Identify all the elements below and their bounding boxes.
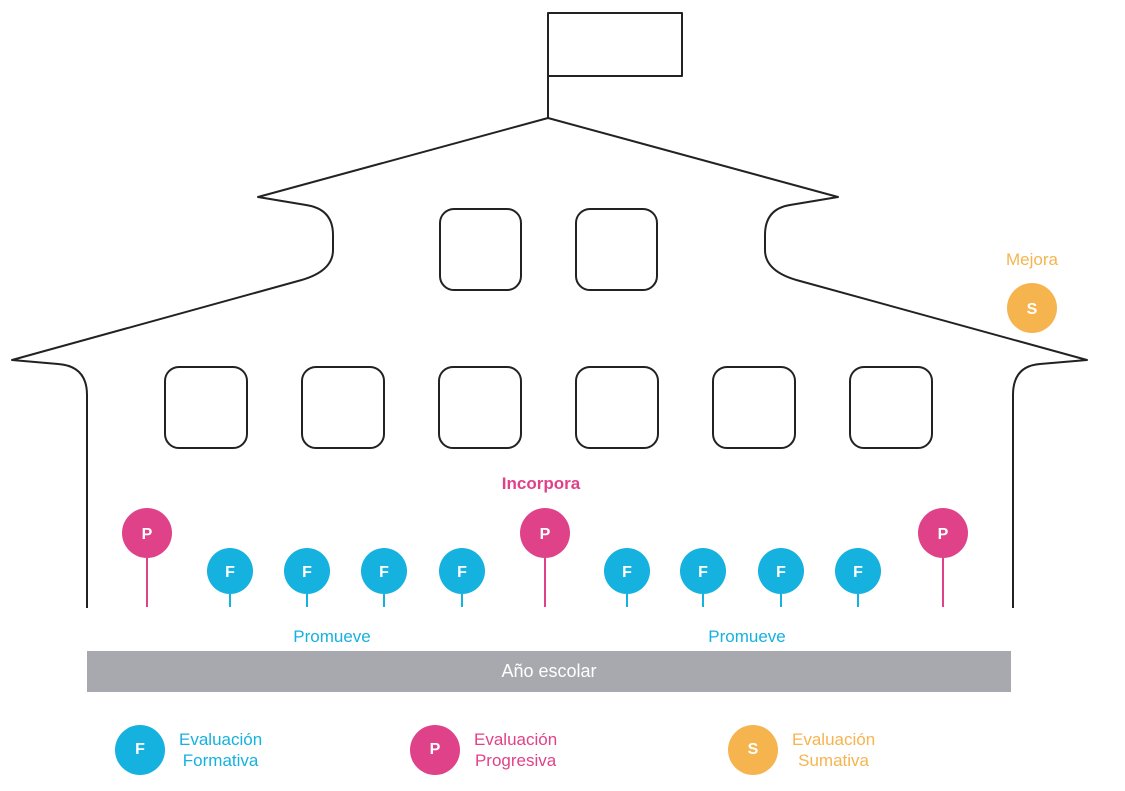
pin-badge xyxy=(604,548,650,594)
formative-pin: F xyxy=(361,548,407,607)
pin-badge xyxy=(284,548,330,594)
progressive-pin: P xyxy=(122,508,172,607)
window xyxy=(301,366,385,449)
incorpora-label: Incorpora xyxy=(501,474,581,493)
pin-badge xyxy=(680,548,726,594)
pin-badge xyxy=(122,508,172,558)
legend-formative: F Evaluación Formativa xyxy=(115,725,262,775)
pin-badge xyxy=(758,548,804,594)
school-year-bar: Año escolar xyxy=(87,651,1011,692)
promueve-label-right: Promueve xyxy=(708,627,786,646)
summative-badge xyxy=(1007,283,1057,333)
legend-line: Evaluación xyxy=(474,730,558,749)
flag xyxy=(547,12,683,77)
legend-line: Sumativa xyxy=(798,751,870,770)
pin-letter: F xyxy=(698,564,708,581)
pin-letter: F xyxy=(457,564,467,581)
building-outline xyxy=(547,117,1088,608)
pin-badge xyxy=(918,508,968,558)
legend-progressive: P Evaluación Progresiva xyxy=(410,725,557,775)
pin-badge xyxy=(439,548,485,594)
progressive-pin: P xyxy=(918,508,968,607)
pin-badge xyxy=(207,548,253,594)
window xyxy=(439,208,522,291)
formative-pin: F xyxy=(758,548,804,607)
formative-pin: F xyxy=(284,548,330,607)
legend-progressive-text: Evaluación Progresiva xyxy=(474,729,557,771)
formative-badge-icon: F xyxy=(115,725,165,775)
promueve-label-left: Promueve xyxy=(293,627,371,646)
pin-letter: F xyxy=(225,564,235,581)
pin-letter: P xyxy=(142,526,153,543)
pin-badge xyxy=(520,508,570,558)
pin-letter: F xyxy=(379,564,389,581)
mejora-label: Mejora xyxy=(1006,250,1058,269)
window xyxy=(164,366,248,449)
summative-badge-icon: S xyxy=(728,725,778,775)
formative-pin: F xyxy=(680,548,726,607)
summative-badge-letter: S xyxy=(1027,301,1038,318)
legend-formative-text: Evaluación Formativa xyxy=(179,729,262,771)
pin-letter: P xyxy=(540,526,551,543)
legend-line: Progresiva xyxy=(474,751,557,770)
legend-summative-text: Evaluación Sumativa xyxy=(792,729,875,771)
window xyxy=(849,366,933,449)
legend-summative: S Evaluación Sumativa xyxy=(728,725,875,775)
progressive-badge-icon: P xyxy=(410,725,460,775)
pin-badge xyxy=(361,548,407,594)
window xyxy=(712,366,796,449)
pin-letter: F xyxy=(776,564,786,581)
formative-pin: F xyxy=(835,548,881,607)
school-year-label: Año escolar xyxy=(501,661,597,681)
legend-line: Formativa xyxy=(182,751,259,770)
legend-line: Evaluación xyxy=(179,730,263,749)
pin-letter: F xyxy=(302,564,312,581)
pin-letter: F xyxy=(853,564,863,581)
legend-line: Evaluación xyxy=(792,730,876,749)
pin-letter: P xyxy=(938,526,949,543)
progressive-pin: P xyxy=(520,508,570,607)
window xyxy=(575,366,659,449)
formative-pin: F xyxy=(604,548,650,607)
window xyxy=(438,366,522,449)
pin-letter: F xyxy=(622,564,632,581)
formative-pin: F xyxy=(207,548,253,607)
window xyxy=(575,208,658,291)
pin-badge xyxy=(835,548,881,594)
building-outline-left xyxy=(11,117,549,608)
formative-pin: F xyxy=(439,548,485,607)
